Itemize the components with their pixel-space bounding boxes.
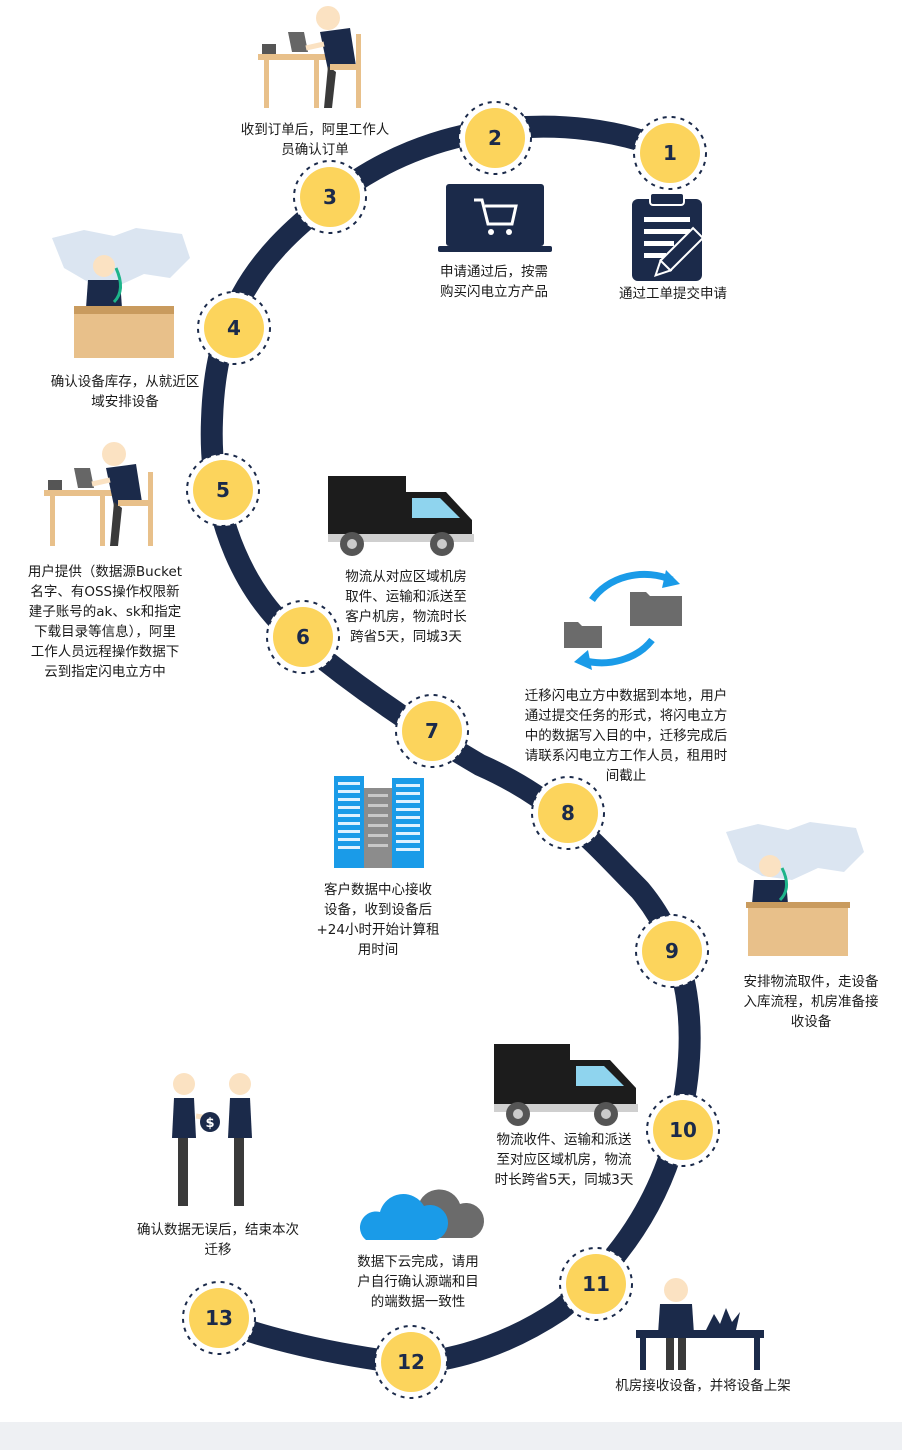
step-caption-8: 客户数据中心接收 设备，收到设备后 +24小时开始计算租 用时间: [316, 882, 440, 958]
step-badges: 1 2 3 4 5 6 7: [182, 101, 720, 1399]
worker-rack-icon: [636, 1278, 764, 1370]
folder-sync-icon: [564, 570, 682, 670]
step-number: 11: [582, 1272, 610, 1296]
step-number: 5: [216, 478, 230, 502]
clipboard-pencil-icon: [632, 192, 705, 281]
process-track: [200, 115, 701, 1374]
step-caption-13: 确认数据无误后，结束本次 迁移: [137, 1222, 299, 1258]
step-number: 6: [296, 625, 310, 649]
step-number: 3: [323, 185, 337, 209]
step-number: 9: [665, 939, 679, 963]
step-number: 4: [227, 316, 241, 340]
step-number: 10: [669, 1118, 697, 1142]
step-caption-6: 物流从对应区域机房 取件、运输和派送至 客户机房，物流时长 跨省5天，同城3天: [345, 569, 467, 645]
step-badge-10: 10: [646, 1093, 720, 1167]
step-caption-10: 物流收件、运输和派送 至对应区域机房，物流 时长跨省5天，同城3天: [494, 1132, 634, 1188]
step-caption-12: 数据下云完成，请用 户自行确认源端和目 的端数据一致性: [357, 1254, 479, 1310]
step-badge-11: 11: [559, 1247, 633, 1321]
handover-money-icon: $: [172, 1073, 252, 1206]
svg-text:$: $: [205, 1116, 214, 1131]
step-caption-5: 用户提供（数据源Bucket 名字、有OSS操作权限新 建子账号的ak、sk和指…: [27, 564, 183, 680]
operator-map-icon: [52, 228, 190, 358]
step-caption-4: 确认设备库存，从就近区 域安排设备: [50, 374, 200, 410]
step-caption-3: 收到订单后，阿里工作人 员确认订单: [240, 122, 390, 158]
step-badge-2: 2: [458, 101, 532, 175]
laptop-cart-icon: [438, 184, 552, 252]
step-caption-7: 迁移闪电立方中数据到本地，用户 通过提交任务的形式，将闪电立方 中的数据写入目的…: [524, 688, 728, 784]
step-badge-8: 8: [531, 776, 605, 850]
step-badge-13: 13: [182, 1281, 256, 1355]
step-number: 12: [397, 1350, 425, 1374]
step-caption-2: 申请通过后，按需 购买闪电立方产品: [440, 264, 548, 300]
step-badge-9: 9: [635, 914, 709, 988]
step-number: 8: [561, 801, 575, 825]
step-badge-6: 6: [266, 600, 340, 674]
step-badge-4: 4: [197, 291, 271, 365]
bottom-strip: [0, 1422, 902, 1450]
step-badge-5: 5: [186, 453, 260, 527]
cloud-icon: [359, 1189, 485, 1240]
step-badge-1: 1: [633, 116, 707, 190]
step-caption-9: 安排物流取件，走设备 入库流程，机房准备接 收设备: [743, 974, 879, 1030]
step-number: 1: [663, 141, 677, 165]
step-badge-3: 3: [293, 160, 367, 234]
step-badge-7: 7: [395, 694, 469, 768]
step-number: 2: [488, 126, 502, 150]
step-caption-11: 机房接收设备，并将设备上架: [615, 1378, 791, 1394]
person-desk-laptop-icon: [258, 6, 361, 108]
operator-map-icon: [726, 822, 864, 956]
truck-icon: [328, 476, 474, 556]
step-number: 13: [205, 1306, 233, 1330]
buildings-icon: [334, 776, 424, 868]
person-desk-laptop-icon: [44, 442, 153, 546]
truck-icon: [494, 1044, 638, 1126]
step-badge-12: 12: [374, 1325, 448, 1399]
step-caption-1: 通过工单提交申请: [619, 286, 727, 302]
step-number: 7: [425, 719, 439, 743]
